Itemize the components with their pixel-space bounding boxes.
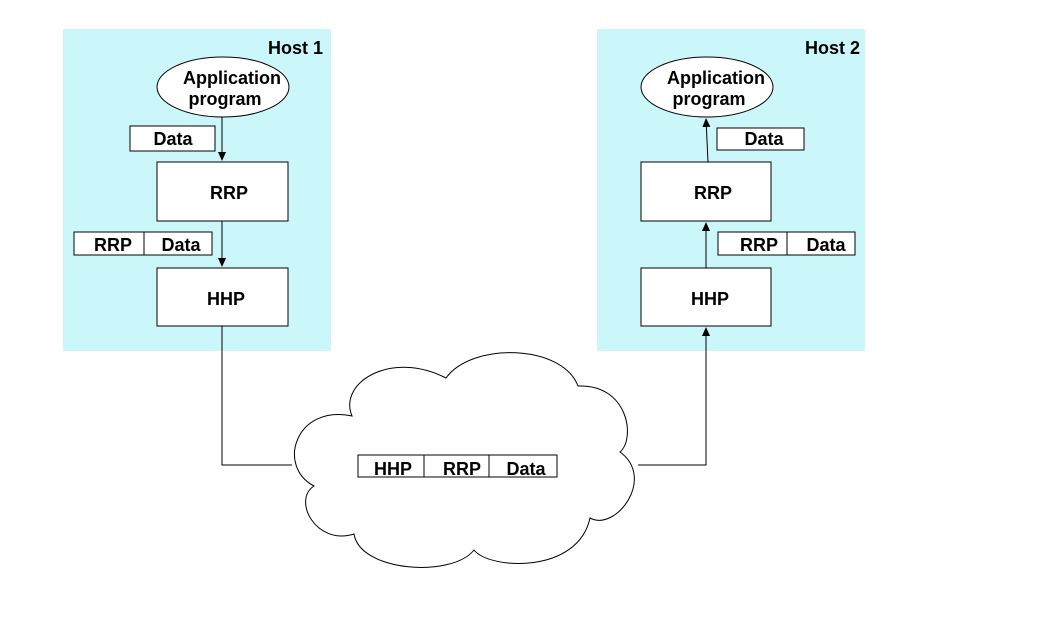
host-2-rrp-packet: RRP Data bbox=[717, 231, 856, 256]
network-data-box bbox=[488, 454, 558, 478]
network-packet: HHP RRP Data bbox=[357, 454, 558, 479]
host-1-rrp-box bbox=[156, 161, 289, 222]
host-2-application-program: Application program bbox=[640, 56, 774, 118]
host-1-rrp-label: RRP bbox=[210, 183, 248, 203]
wire-network-to-host2 bbox=[638, 327, 710, 466]
network-cloud: HHP RRP Data bbox=[294, 352, 635, 568]
host-2-hhp-box bbox=[640, 267, 772, 327]
host-1: Host 1 Application program Data RRP RRP … bbox=[63, 29, 331, 351]
host-1-rrp-layer: RRP bbox=[156, 161, 289, 222]
host-1-application-ellipse bbox=[156, 56, 290, 118]
network-data-label: Data bbox=[506, 459, 546, 479]
host-1-rrp-data-box bbox=[143, 231, 213, 256]
host-2-rrp-box bbox=[640, 161, 772, 222]
host-2-arrow-rrp-to-app bbox=[702, 118, 711, 163]
host-2-title: Host 2 bbox=[805, 38, 860, 58]
host-2-rrp-header-label: RRP bbox=[740, 235, 778, 255]
host-2-rrp-layer: RRP bbox=[640, 161, 772, 222]
host-1-application-program: Application program bbox=[156, 56, 290, 118]
host-2: Host 2 Application program Data RRP RRP … bbox=[597, 29, 865, 351]
host-2-hhp-layer: HHP bbox=[640, 267, 772, 327]
host-1-data-box bbox=[129, 125, 216, 152]
host-1-rrp-data-label: Data bbox=[161, 235, 201, 255]
host-1-application-line2: program bbox=[188, 89, 261, 109]
host-1-application-line1: Application bbox=[183, 68, 281, 88]
host-2-data-label: Data bbox=[744, 129, 784, 149]
host-1-data-packet: Data bbox=[129, 125, 216, 152]
host-2-rrp-label: RRP bbox=[694, 183, 732, 203]
wire-host1-to-network bbox=[221, 326, 292, 466]
host-2-rrp-data-box bbox=[786, 231, 856, 256]
host-2-application-line1: Application bbox=[667, 68, 765, 88]
host-2-data-box bbox=[716, 127, 805, 151]
host-1-rrp-packet: RRP Data bbox=[73, 231, 213, 256]
network-hhp-label: HHP bbox=[374, 459, 412, 479]
host-1-rrp-header-label: RRP bbox=[94, 235, 132, 255]
host-1-hhp-box bbox=[156, 267, 289, 327]
host-2-hhp-label: HHP bbox=[691, 289, 729, 309]
host-2-application-ellipse bbox=[640, 56, 774, 118]
host-2-data-packet: Data bbox=[716, 127, 805, 151]
host-1-data-label: Data bbox=[153, 129, 193, 149]
host-1-hhp-label: HHP bbox=[207, 289, 245, 309]
host-1-title: Host 1 bbox=[268, 38, 323, 58]
host-2-application-line2: program bbox=[672, 89, 745, 109]
network-rrp-label: RRP bbox=[443, 459, 481, 479]
host-1-hhp-layer: HHP bbox=[156, 267, 289, 327]
host-2-rrp-data-label: Data bbox=[806, 235, 846, 255]
